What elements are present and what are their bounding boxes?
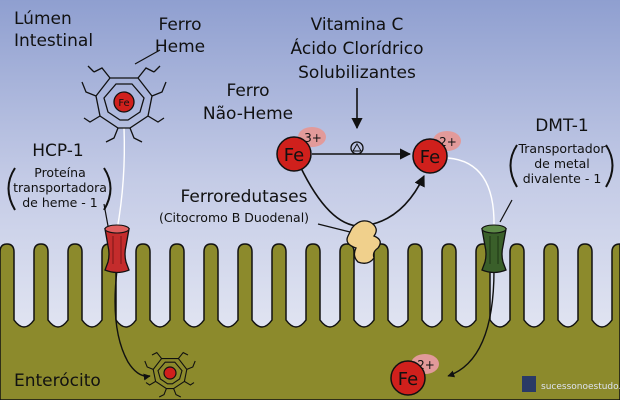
- heme-iron-label: Ferro Heme: [155, 15, 205, 57]
- heme-iron-center: [113, 91, 135, 113]
- hcp1-bracket-right: [103, 167, 112, 211]
- heme-molecule: [81, 65, 167, 143]
- dmt1-label: DMT-1 Transportador de metal divalente -…: [509, 116, 614, 188]
- vitc-label-line2: Ácido Clorídrico: [291, 37, 424, 59]
- enterocyte-label: Enterócito: [14, 371, 101, 391]
- dmt1-pointer: [499, 199, 513, 223]
- dmt1-bracket-left: [509, 144, 518, 188]
- hcp1-bracket-left: [7, 167, 16, 211]
- enterocyte-tissue: [0, 243, 620, 400]
- dmt1-desc-line2: de metal: [534, 156, 590, 171]
- ferroreductase-pointer: [317, 223, 351, 233]
- heme-path-cell: [114, 269, 151, 381]
- fe2-path-lumen: [447, 157, 495, 227]
- hcp1-desc-line1: Proteína: [34, 165, 85, 180]
- lumen-label-line1: Lúmen: [14, 9, 72, 29]
- lumen-label: Lúmen Intestinal: [14, 9, 93, 51]
- fe2-ion: [412, 138, 448, 174]
- heme-molecule-inside: [144, 351, 196, 398]
- fe2-inside-ion-symbol: Fe: [398, 369, 418, 390]
- dmt1-desc-line1: Transportador: [517, 141, 606, 156]
- hcp1-desc-line2: transportadora: [13, 180, 107, 195]
- fe3-ion: [276, 136, 312, 172]
- hcp1-title: HCP-1: [32, 141, 83, 161]
- fe2-ion-symbol: Fe: [420, 147, 440, 168]
- ferroreductase-protein: [346, 220, 381, 264]
- hcp1-label: HCP-1 Proteína transportadora de heme - …: [7, 141, 112, 211]
- heme-iron-center-text: Fe: [118, 98, 129, 109]
- dmt1-transporter: [481, 224, 507, 274]
- heme-path-lumen: [116, 127, 126, 231]
- nonheme-label-line2: Não-Heme: [203, 104, 293, 124]
- lumen-label-line2: Intestinal: [14, 31, 93, 51]
- nonheme-label-line1: Ferro: [226, 81, 269, 101]
- catalyst-circle-icon: [350, 141, 364, 155]
- hcp1-transporter: [104, 224, 130, 274]
- heme-iron-center-inside: [163, 366, 177, 380]
- watermark-logo-icon: [522, 376, 536, 392]
- vitc-label-line1: Vitamina C: [311, 15, 404, 35]
- hcp1-desc-line3: de heme - 1: [22, 195, 98, 210]
- fe2-path-cell: [447, 269, 495, 378]
- hcp1-pointer: [103, 203, 109, 227]
- watermark-text: sucessonoestudo.com: [541, 382, 620, 392]
- vitc-label-line3: Solubilizantes: [298, 63, 416, 83]
- fe3-charge-text: 3+: [304, 131, 322, 145]
- heme-pointer: [134, 49, 161, 65]
- ferroreductase-title: Ferroredutases: [181, 187, 308, 207]
- vitamin-c-label: Vitamina C Ácido Clorídrico Solubilizant…: [291, 15, 424, 83]
- heme-label-line2: Heme: [155, 37, 205, 57]
- ferroreductase-label: Ferroredutases (Citocromo B Duodenal): [159, 187, 309, 225]
- dmt1-title: DMT-1: [535, 116, 589, 136]
- heme-label-line1: Ferro: [158, 15, 201, 35]
- watermark: sucessonoestudo.com: [522, 376, 620, 392]
- non-heme-iron-label: Ferro Não-Heme: [203, 81, 293, 124]
- ferroreductase-subtitle: (Citocromo B Duodenal): [159, 210, 309, 225]
- fe2-inside-ion: [390, 360, 426, 396]
- catalyst-triangle-icon: [352, 142, 362, 152]
- dmt1-desc-line3: divalente - 1: [523, 171, 602, 186]
- fe3-ion-symbol: Fe: [284, 145, 304, 166]
- dmt1-bracket-right: [605, 144, 614, 188]
